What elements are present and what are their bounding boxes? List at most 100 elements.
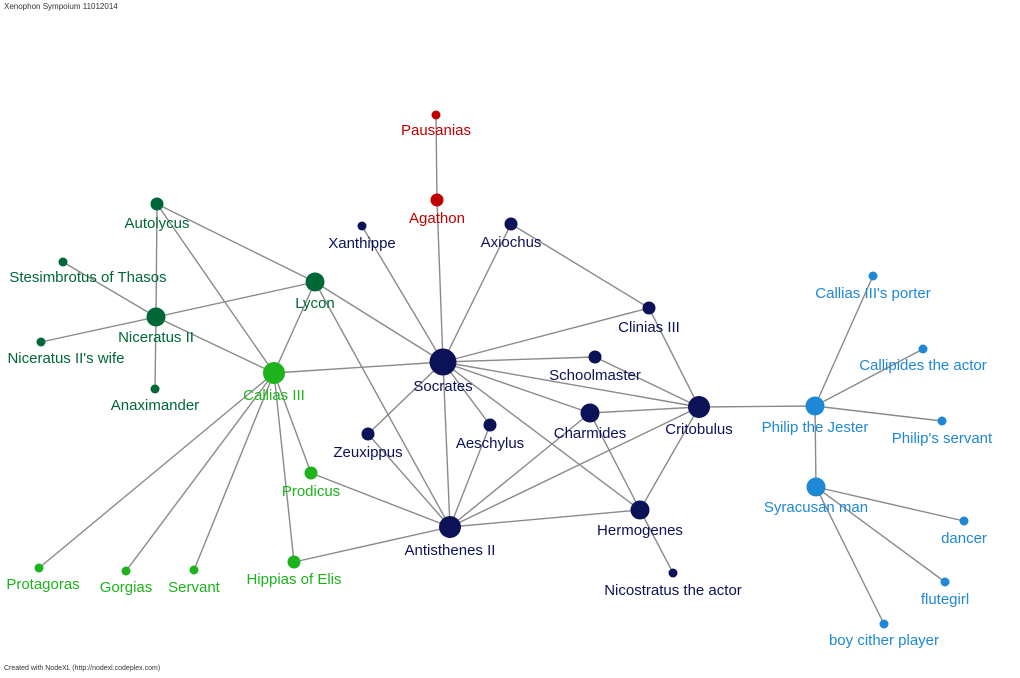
node-philip_servant[interactable]: Philip's servant [892, 416, 993, 448]
node-critobulus[interactable]: Critobulus [665, 396, 733, 438]
edge-callias-servant [193, 372, 275, 571]
node-circle-niceratus[interactable] [146, 307, 166, 327]
node-label-autolycus: Autolycus [124, 215, 189, 232]
node-label-servant: Servant [168, 579, 221, 596]
node-circle-autolycus[interactable] [150, 197, 164, 211]
node-circle-anaximander[interactable] [150, 384, 160, 394]
node-circle-pausanias[interactable] [431, 110, 441, 120]
edge-autolycus-callias [156, 203, 275, 374]
node-circle-dancer[interactable] [959, 516, 969, 526]
node-philip[interactable]: Philip the Jester [762, 396, 869, 437]
node-niceratus[interactable]: Niceratus II [118, 307, 194, 347]
node-circle-niceratus_wife[interactable] [36, 337, 46, 347]
node-label-callipides: Callipides the actor [859, 357, 987, 374]
node-circle-callias_porter[interactable] [868, 271, 878, 281]
edge-syracusan-boy_cither [815, 486, 885, 625]
node-circle-gorgias[interactable] [121, 566, 131, 576]
node-label-callias: Callias III [243, 387, 305, 404]
node-hippias[interactable]: Hippias of Elis [246, 555, 342, 589]
node-stesimbrotus[interactable]: Stesimbrotus of Thasos [9, 257, 167, 287]
node-boy_cither[interactable]: boy cither player [829, 619, 939, 650]
node-charmides[interactable]: Charmides [554, 403, 627, 443]
node-label-antisthenes: Antisthenes II [405, 542, 496, 559]
node-circle-nicostratus[interactable] [668, 568, 678, 578]
node-socrates[interactable]: Socrates [413, 348, 473, 396]
node-circle-stesimbrotus[interactable] [58, 257, 68, 267]
node-circle-axiochus[interactable] [504, 217, 518, 231]
node-label-nicostratus: Nicostratus the actor [604, 582, 742, 599]
node-circle-aeschylus[interactable] [483, 418, 497, 432]
node-label-flutegirl: flutegirl [921, 591, 969, 608]
node-callias[interactable]: Callias III [243, 362, 305, 404]
node-gorgias[interactable]: Gorgias [100, 566, 153, 597]
node-nicostratus[interactable]: Nicostratus the actor [604, 568, 742, 600]
edge-clinias-critobulus [648, 307, 700, 408]
node-flutegirl[interactable]: flutegirl [921, 577, 969, 609]
node-callipides[interactable]: Callipides the actor [859, 344, 987, 375]
node-callias_porter[interactable]: Callias III's porter [815, 271, 931, 303]
node-antisthenes[interactable]: Antisthenes II [405, 516, 496, 559]
node-dancer[interactable]: dancer [941, 516, 987, 548]
node-circle-hermogenes[interactable] [630, 500, 650, 520]
node-circle-prodicus[interactable] [304, 466, 318, 480]
node-circle-protagoras[interactable] [34, 563, 44, 573]
node-circle-critobulus[interactable] [688, 396, 710, 418]
node-circle-philip_servant[interactable] [937, 416, 947, 426]
edge-aeschylus-antisthenes [449, 424, 491, 528]
node-circle-servant[interactable] [189, 565, 199, 575]
node-prodicus[interactable]: Prodicus [282, 466, 340, 501]
edge-lycon-antisthenes [314, 281, 451, 528]
node-agathon[interactable]: Agathon [409, 193, 465, 228]
footer-credit: Created with NodeXL (http://nodexl.codep… [4, 665, 161, 672]
edge-niceratus-niceratus_wife [40, 316, 157, 343]
node-clinias[interactable]: Clinias III [618, 301, 680, 337]
node-zeuxippus[interactable]: Zeuxippus [333, 427, 403, 462]
edge-critobulus-philip [698, 405, 816, 408]
edge-niceratus-lycon [155, 281, 316, 318]
node-circle-zeuxippus[interactable] [361, 427, 375, 441]
edge-critobulus-hermogenes [639, 406, 700, 511]
node-xanthippe[interactable]: Xanthippe [328, 221, 396, 253]
node-aeschylus[interactable]: Aeschylus [456, 418, 524, 453]
edge-socrates-antisthenes [442, 361, 451, 528]
node-circle-xanthippe[interactable] [357, 221, 367, 231]
node-circle-socrates[interactable] [429, 348, 457, 376]
node-circle-boy_cither[interactable] [879, 619, 889, 629]
node-circle-syracusan[interactable] [806, 477, 826, 497]
node-hermogenes[interactable]: Hermogenes [597, 500, 683, 540]
node-circle-philip[interactable] [805, 396, 825, 416]
edge-syracusan-flutegirl [815, 486, 946, 583]
node-syracusan[interactable]: Syracusan man [764, 477, 868, 517]
node-label-charmides: Charmides [554, 425, 627, 442]
edge-zeuxippus-antisthenes [367, 433, 451, 528]
edge-philip-philip_servant [814, 405, 943, 422]
node-circle-schoolmaster[interactable] [588, 350, 602, 364]
node-label-hippias: Hippias of Elis [246, 571, 341, 588]
node-pausanias[interactable]: Pausanias [401, 110, 471, 140]
node-schoolmaster[interactable]: Schoolmaster [549, 350, 641, 385]
node-label-niceratus: Niceratus II [118, 329, 194, 346]
node-lycon[interactable]: Lycon [295, 272, 335, 313]
node-circle-lycon[interactable] [305, 272, 325, 292]
edge-axiochus-clinias [510, 223, 650, 309]
node-circle-hippias[interactable] [287, 555, 301, 569]
node-circle-flutegirl[interactable] [940, 577, 950, 587]
edge-callias-gorgias [125, 372, 275, 572]
node-autolycus[interactable]: Autolycus [124, 197, 190, 233]
node-axiochus[interactable]: Axiochus [481, 217, 542, 252]
node-label-prodicus: Prodicus [282, 483, 340, 500]
node-niceratus_wife[interactable]: Niceratus II's wife [7, 337, 125, 368]
edge-autolycus-lycon [156, 203, 316, 283]
node-circle-callias[interactable] [263, 362, 285, 384]
edge-lycon-socrates [314, 281, 444, 363]
node-circle-charmides[interactable] [580, 403, 600, 423]
node-circle-callipides[interactable] [918, 344, 928, 354]
node-circle-agathon[interactable] [430, 193, 444, 207]
node-circle-clinias[interactable] [642, 301, 656, 315]
node-protagoras[interactable]: Protagoras [6, 563, 80, 594]
node-circle-antisthenes[interactable] [439, 516, 461, 538]
node-anaximander[interactable]: Anaximander [111, 384, 199, 415]
node-servant[interactable]: Servant [168, 565, 221, 597]
